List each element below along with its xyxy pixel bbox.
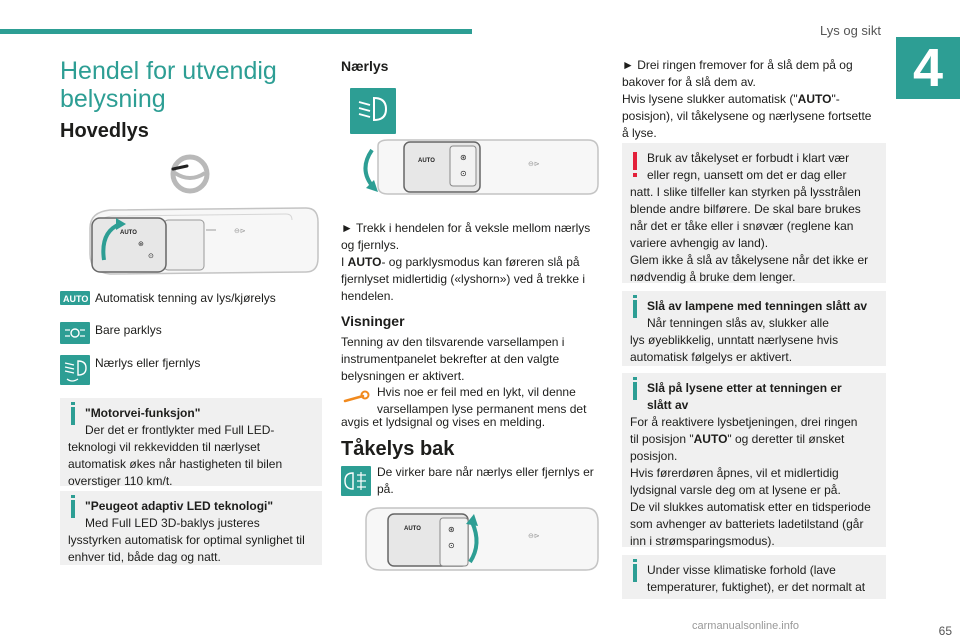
info-marker-icon bbox=[71, 402, 75, 425]
svg-text:⊙: ⊙ bbox=[148, 253, 154, 260]
svg-text:⊙: ⊙ bbox=[448, 541, 455, 550]
info-marker-icon bbox=[633, 559, 637, 582]
info-marker-icon bbox=[71, 495, 75, 518]
svg-text:AUTO: AUTO bbox=[63, 294, 88, 304]
section-heading-naerlys: Nærlys bbox=[341, 58, 389, 74]
dipped-beam-instructions: ► Trekk i hendelen for å veksle mellom n… bbox=[341, 221, 591, 303]
info-marker-icon bbox=[633, 295, 637, 318]
rear-fog-icon bbox=[341, 466, 371, 496]
section-heading-fog: Tåkelys bak bbox=[341, 438, 455, 460]
lever-illustration-fog: AUTO ⊛ ⊙ ⊖⊳ bbox=[365, 507, 599, 571]
dipped-main-beam-icon bbox=[60, 355, 90, 385]
svg-text:AUTO: AUTO bbox=[418, 158, 435, 164]
chapter-number-tab: 4 bbox=[896, 37, 960, 99]
svg-text:⊛: ⊛ bbox=[460, 153, 467, 162]
note-motorway-function: "Motorvei-funksjon" Der det er frontlykt… bbox=[60, 398, 322, 488]
fog-ring-instructions: ► Drei ringen fremover for å slå dem på … bbox=[622, 58, 872, 140]
svg-text:⊖⊳: ⊖⊳ bbox=[528, 161, 540, 168]
header-accent-bar bbox=[0, 29, 472, 34]
legend-parking-text: Bare parklys bbox=[95, 323, 162, 337]
svg-text:⊖⊳: ⊖⊳ bbox=[528, 533, 540, 540]
steering-wheel-illustration bbox=[170, 154, 210, 194]
watermark: carmanualsonline.info bbox=[692, 620, 800, 632]
svg-text:⊙: ⊙ bbox=[460, 169, 467, 178]
wrench-warning-text: Hvis noe er feil med en lykt, vil denne … bbox=[377, 385, 587, 416]
legend-beam-text: Nærlys eller fjernlys bbox=[95, 356, 201, 370]
auto-icon: AUTO bbox=[60, 291, 90, 305]
section-title: Lys og sikt bbox=[820, 23, 881, 38]
lever-illustration-dipped-beam: AUTO ⊛ ⊙ ⊖⊳ bbox=[363, 139, 599, 195]
lever-auto-label: AUTO bbox=[120, 230, 137, 236]
svg-text:⊛: ⊛ bbox=[448, 525, 455, 534]
section-heading-hovedlys: Hovedlys bbox=[60, 120, 149, 142]
note-lights-on: Slå på lysene etter at tenningen er slåt… bbox=[622, 373, 886, 548]
svg-text:AUTO: AUTO bbox=[404, 526, 421, 532]
visninger-text: Tenning av den tilsvarende varsellampen … bbox=[341, 335, 565, 383]
legend-auto-text: Automatisk tenning av lys/kjørelys bbox=[95, 291, 276, 305]
wrench-warning-text-end: avgis et lydsignal og vises en melding. bbox=[341, 415, 546, 429]
section-heading-visninger: Visninger bbox=[341, 313, 405, 329]
svg-text:⊛: ⊛ bbox=[138, 241, 144, 248]
dipped-beam-large-icon bbox=[350, 88, 396, 134]
parking-lights-icon bbox=[60, 322, 90, 344]
svg-text:⊖⊳: ⊖⊳ bbox=[234, 228, 246, 235]
note-climate: Under visse klimatiske forhold (lave tem… bbox=[622, 555, 886, 599]
warning-marker-icon bbox=[633, 152, 637, 177]
note-adaptive-led: "Peugeot adaptiv LED teknologi" Med Full… bbox=[60, 491, 322, 565]
page-title: Hendel for utvendig belysning bbox=[60, 57, 277, 113]
lever-illustration-headlights: AUTO ⊛ ⊙ ⊖⊳ bbox=[89, 207, 319, 275]
note-lights-off: Slå av lampene med tenningen slått av Nå… bbox=[622, 291, 886, 366]
fog-intro-text: De virker bare når nærlys eller fjernlys… bbox=[377, 465, 594, 496]
wrench-warning-icon bbox=[343, 390, 370, 403]
info-marker-icon bbox=[633, 377, 637, 400]
page-number: 65 bbox=[938, 624, 952, 638]
warning-fog-lights: Bruk av tåkelyset er forbudt i klart vær… bbox=[622, 143, 886, 284]
